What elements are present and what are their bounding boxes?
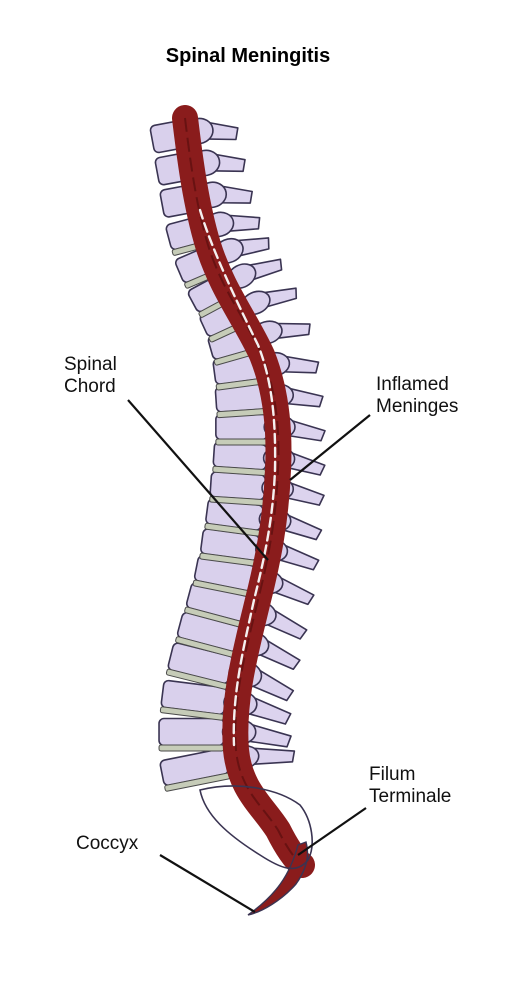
vertebral-body <box>158 717 225 747</box>
label-filum-terminale: Filum Terminale <box>369 764 451 808</box>
diagram-title: Spinal Meningitis <box>165 45 331 67</box>
label-filum-terminale-line-2: Terminale <box>369 786 452 807</box>
filum-terminale-leader <box>297 807 367 856</box>
coccyx-leader <box>159 854 256 913</box>
intervertebral-disc <box>215 438 268 446</box>
label-spinal-chord-line-1: Spinal <box>64 354 117 375</box>
cord-central-canal <box>198 208 277 747</box>
inflamed-meninges-leader <box>289 414 371 481</box>
intervertebral-disc <box>158 744 225 752</box>
label-inflamed-meninges-line-2: Meninges <box>376 396 459 417</box>
vertebral-body <box>215 413 269 441</box>
spinal-chord-leader <box>127 399 269 561</box>
label-spinal-chord: Spinal Chord <box>64 354 117 398</box>
label-inflamed-meninges: Inflamed Meninges <box>376 374 458 418</box>
meninges-outline <box>184 117 303 866</box>
sacrum-shape <box>199 785 313 870</box>
label-coccyx: Coccyx <box>76 833 138 855</box>
label-inflamed-meninges-line-1: Inflamed <box>376 374 449 395</box>
label-coccyx-text: Coccyx <box>76 833 139 854</box>
label-spinal-chord-line-2: Chord <box>64 376 116 397</box>
label-filum-terminale-line-1: Filum <box>369 764 416 785</box>
vertebral-body <box>212 441 268 471</box>
vertebral-body <box>209 471 267 501</box>
